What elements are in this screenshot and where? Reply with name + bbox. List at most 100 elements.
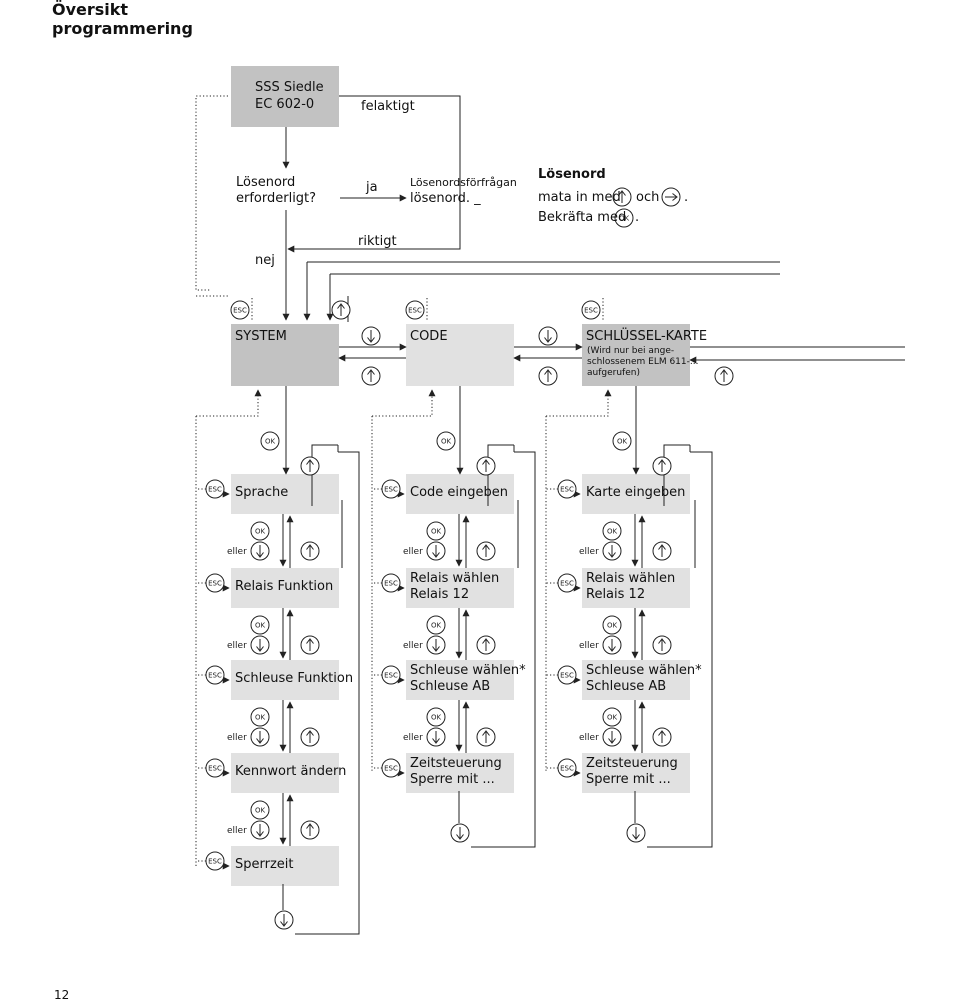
col0-item-2-box: [231, 660, 339, 700]
esc-col0-row0: ESC: [205, 479, 225, 499]
ok-col2-1: OK: [602, 615, 622, 635]
start-label-1: SSS Siedle: [255, 80, 324, 95]
esc-code-icon: ESC: [405, 300, 425, 320]
esc-col2-row2: ESC: [557, 665, 577, 685]
down-col1-2: [426, 727, 446, 747]
col0-item-4-box: [231, 846, 339, 886]
or-label-col0-1: eller: [227, 641, 247, 651]
or-label-col2-1: eller: [579, 641, 599, 651]
or-label-col1-0: eller: [403, 547, 423, 557]
col1-outer-return: [471, 451, 536, 848]
info-title: Lösenord: [538, 167, 606, 182]
up-col0-top: [300, 456, 320, 476]
esc-col0-row2: ESC: [205, 665, 225, 685]
info-text-2a: Bekräfta med: [538, 210, 627, 225]
info-text-1a: mata in med: [538, 190, 621, 205]
dotted-return-karte: [546, 389, 612, 417]
start-label-2: EC 602-0: [255, 97, 315, 112]
dotted-return-system: [196, 389, 262, 417]
svg-text:OK: OK: [619, 215, 630, 223]
col0-item-2-label: Schleuse Funktion: [235, 671, 354, 686]
ok-col0-3: OK: [250, 800, 270, 820]
ok-col1-0: OK: [426, 521, 446, 541]
up-col0-1: [300, 635, 320, 655]
esc-col2-row3: ESC: [557, 758, 577, 778]
col2-item-3-label-1: Sperre mit ...: [586, 772, 671, 787]
col1-item-3-label-0: Zeitsteuerung: [410, 756, 502, 771]
svg-text:ESC: ESC: [560, 672, 574, 680]
up-col1-0: [476, 541, 496, 561]
col0-item-1-box: [231, 568, 339, 608]
svg-text:OK: OK: [431, 622, 442, 630]
yes-label: ja: [366, 180, 378, 195]
up-key-1: [361, 366, 381, 386]
ok-col0-top: OK: [260, 431, 280, 451]
col1-item-2-label-0: Schleuse wählen*: [410, 663, 526, 678]
svg-text:OK: OK: [607, 528, 618, 536]
or-label-col1-1: eller: [403, 641, 423, 651]
col2-outer-return: [647, 451, 713, 848]
col1-item-3-box: [406, 753, 514, 793]
down-col2-1: [602, 635, 622, 655]
up-key-system: [331, 300, 351, 320]
karte-note-3: aufgerufen): [587, 368, 640, 378]
esc-col0-row4: ESC: [205, 851, 225, 871]
karte-note-2: schlossenem ELM 611-...: [587, 357, 699, 367]
down-col1-0: [426, 541, 446, 561]
up-col0-3: [300, 820, 320, 840]
menu-code: CODE: [410, 329, 448, 344]
right-key-icon: [661, 187, 681, 207]
svg-text:ESC: ESC: [208, 580, 222, 588]
svg-text:ESC: ESC: [208, 486, 222, 494]
col2-item-2-box: [582, 660, 690, 700]
svg-text:OK: OK: [255, 807, 266, 815]
esc-col1-row0: ESC: [381, 479, 401, 499]
col2-item-3-box: [582, 753, 690, 793]
up-col1-2: [476, 727, 496, 747]
col1-item-2-box: [406, 660, 514, 700]
col1-item-1-label-1: Relais 12: [410, 587, 470, 602]
ok-col2-2: OK: [602, 707, 622, 727]
esc-col0-row1: ESC: [205, 573, 225, 593]
ok-col0-0: OK: [250, 521, 270, 541]
down-col0-2: [250, 727, 270, 747]
down-col1-end: [450, 823, 470, 843]
up-col1-top: [476, 456, 496, 476]
svg-text:OK: OK: [607, 714, 618, 722]
svg-text:ESC: ESC: [384, 765, 398, 773]
svg-text:ESC: ESC: [560, 580, 574, 588]
esc-col2-row0: ESC: [557, 479, 577, 499]
svg-text:OK: OK: [431, 714, 442, 722]
up-key-icon: [612, 187, 632, 207]
esc-col2-row1: ESC: [557, 573, 577, 593]
dotted-return-code: [372, 389, 436, 417]
karte-box: [582, 324, 690, 386]
svg-text:ESC: ESC: [584, 307, 598, 315]
code-box: [406, 324, 514, 386]
col2-item-1-label-0: Relais wählen: [586, 571, 676, 586]
down-col0-1: [250, 635, 270, 655]
col1-item-2-label-1: Schleuse AB: [410, 679, 491, 694]
ok-col1-1: OK: [426, 615, 446, 635]
col0-item-3-label: Kennwort ändern: [235, 764, 347, 779]
or-label-col2-2: eller: [579, 733, 599, 743]
no-label: nej: [255, 253, 275, 268]
request-label-2: lösenord. _: [410, 191, 481, 206]
up-col0-0: [300, 541, 320, 561]
svg-text:ESC: ESC: [560, 765, 574, 773]
col2-return-top: [663, 444, 690, 506]
up-col2-1: [652, 635, 672, 655]
col0-outer-return: [295, 451, 360, 935]
svg-text:OK: OK: [431, 528, 442, 536]
col0-item-3-box: [231, 753, 339, 793]
info-text-2b: .: [635, 210, 640, 225]
request-label-1: Lösenordsförfrågan: [410, 176, 517, 189]
col1-return-top: [487, 444, 514, 506]
svg-text:ESC: ESC: [208, 672, 222, 680]
page-number: 12: [54, 988, 70, 1002]
col0-item-4-label: Sperrzeit: [235, 857, 294, 872]
karte-note-1: (Wird nur bei ange-: [587, 346, 675, 356]
up-col1-1: [476, 635, 496, 655]
up-col2-0: [652, 541, 672, 561]
menu-karte: SCHLÜSSEL-KARTE: [586, 329, 708, 344]
